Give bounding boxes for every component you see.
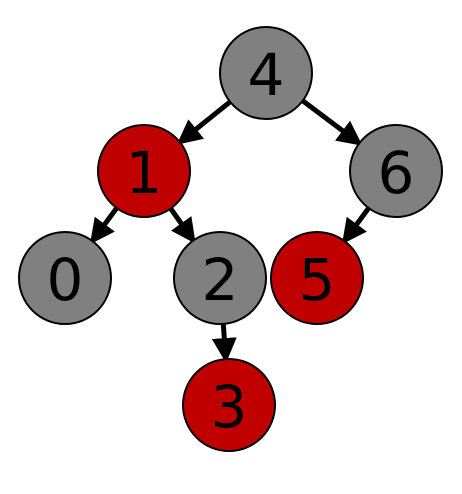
node-circle-0 xyxy=(18,231,112,325)
edge-1-to-2 xyxy=(168,207,196,244)
tree-node-2: 2 xyxy=(173,231,267,325)
node-circle-3 xyxy=(182,358,276,452)
node-label-5: 5 xyxy=(299,246,336,314)
node-label-2: 2 xyxy=(202,246,239,314)
node-label-3: 3 xyxy=(211,373,248,441)
tree-node-1: 1 xyxy=(97,124,191,218)
node-circle-5 xyxy=(270,231,364,325)
tree-node-3: 3 xyxy=(182,358,276,452)
node-circle-1 xyxy=(97,124,191,218)
tree-node-6: 6 xyxy=(349,124,443,218)
node-circle-6 xyxy=(349,124,443,218)
edge-4-to-1 xyxy=(176,99,232,145)
node-label-1: 1 xyxy=(126,139,163,207)
edge-4-to-6 xyxy=(301,98,363,146)
node-label-4: 4 xyxy=(248,41,285,109)
tree-node-0: 0 xyxy=(18,231,112,325)
node-circle-4 xyxy=(219,26,313,120)
tree-node-4: 4 xyxy=(219,26,313,120)
edge-2-to-3 xyxy=(211,323,237,364)
tree-node-5: 5 xyxy=(270,231,364,325)
edges xyxy=(89,98,371,364)
node-label-6: 6 xyxy=(378,139,415,207)
edge-6-to-5 xyxy=(341,206,371,245)
node-label-0: 0 xyxy=(47,246,84,314)
node-circle-2 xyxy=(173,231,267,325)
edge-1-to-0 xyxy=(89,206,119,245)
